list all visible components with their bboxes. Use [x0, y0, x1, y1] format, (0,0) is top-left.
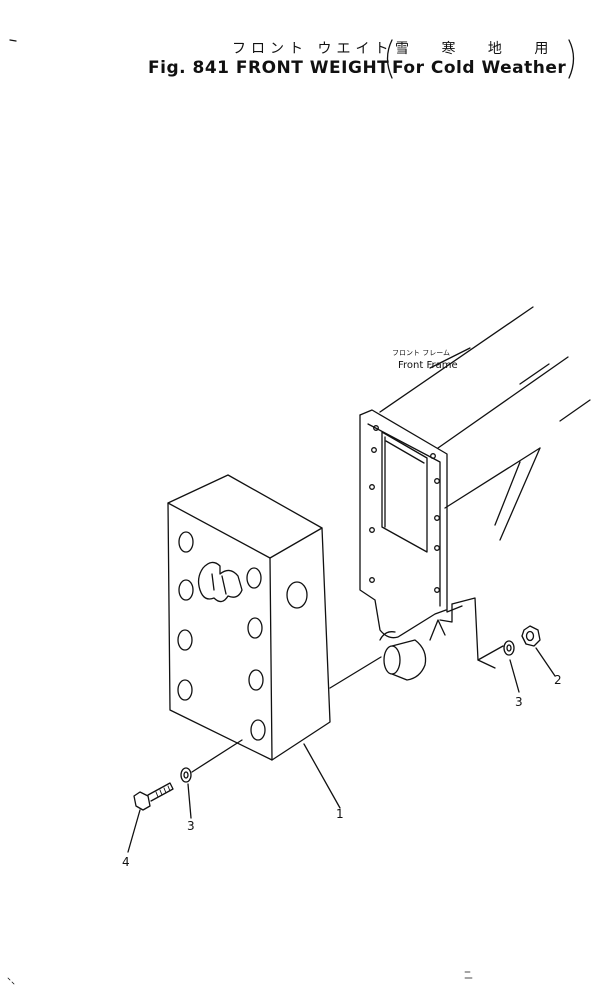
page-mark [464, 971, 473, 979]
callout-4: 4 [122, 855, 130, 869]
callout-2-leader [535, 647, 556, 677]
frame-to-washer-axis [477, 645, 504, 661]
front-frame-label-ja: フロント フレーム [392, 349, 450, 357]
title-japanese-qualifier: 雪 寒 地 用 [395, 41, 563, 57]
figure-title: Fig. 841 FRONT WEIGHT [148, 58, 389, 78]
callout-3-right-leader [509, 659, 520, 693]
callout-1: 1 [336, 807, 344, 821]
front-weight-block [167, 474, 331, 761]
figure-number: Fig. 841 [148, 58, 230, 78]
callout-2: 2 [554, 673, 562, 687]
nut-right [521, 625, 541, 647]
weight-to-frame-axis [329, 656, 382, 689]
scan-mark-bottom [7, 977, 15, 985]
right-paren [568, 39, 575, 79]
front-frame [359, 306, 591, 681]
callout-3-left-leader [187, 783, 192, 819]
callout-1-leader [303, 743, 341, 809]
scan-mark [9, 39, 17, 42]
figure-title-qualifier: For Cold Weather [392, 58, 566, 78]
callout-3-left: 3 [187, 819, 195, 833]
washer-right [503, 640, 515, 656]
figure-title-text: FRONT WEIGHT [235, 58, 390, 78]
bolt [133, 782, 174, 811]
callout-4-leader [127, 809, 141, 853]
front-frame-leader [429, 347, 471, 369]
bolt-axis [191, 739, 243, 773]
callout-3-right: 3 [515, 695, 523, 709]
title-japanese: フロント ウエイト [232, 41, 394, 57]
figure-title-qualifier-text: For Cold Weather [392, 58, 567, 78]
left-paren [386, 39, 393, 79]
washer-left [180, 767, 192, 783]
front-frame-label-en: Front Frame [398, 360, 458, 371]
